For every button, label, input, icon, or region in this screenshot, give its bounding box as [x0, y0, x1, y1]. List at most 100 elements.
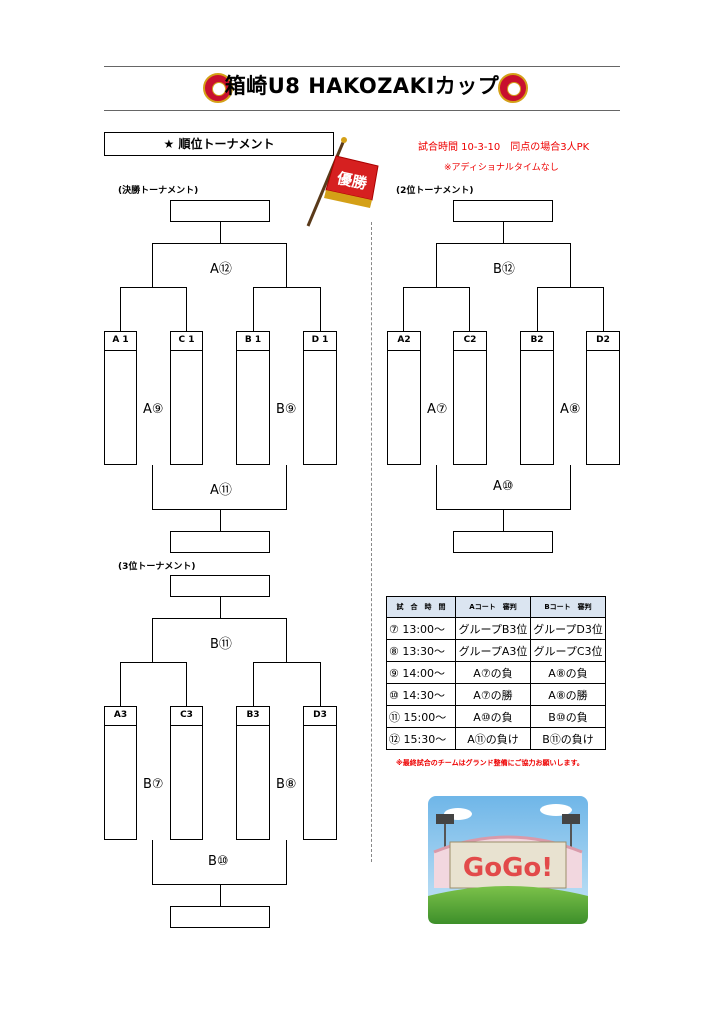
time-cell: ⑪ 15:00〜 [386, 705, 456, 728]
match-label: A⑧ [560, 402, 581, 417]
match-label: B⑫ [493, 262, 515, 277]
team-slot: A 1 [104, 331, 137, 465]
connector [503, 222, 504, 244]
table-row: ⑪ 15:00〜 A⑩の負 B⑩の負 [386, 705, 606, 728]
match-label: A⑩ [493, 479, 514, 494]
connector [286, 465, 287, 510]
team-slot: D3 [303, 706, 337, 840]
connector [152, 243, 287, 244]
connector [253, 287, 254, 331]
referee-a-cell: A⑪の負け [455, 727, 531, 750]
time-cell: ⑫ 15:30〜 [386, 727, 456, 750]
connector [186, 287, 187, 331]
team-slot: B3 [236, 706, 270, 840]
match-label: B⑦ [143, 777, 164, 792]
connector [403, 287, 404, 331]
team-slot: B 1 [236, 331, 270, 465]
match-label: B⑪ [210, 637, 232, 652]
connector [186, 662, 187, 706]
referee-b-cell: グループD3位 [530, 617, 606, 640]
table-row: ⑨ 14:00〜 A⑦の負 A⑧の負 [386, 661, 606, 684]
connector [120, 287, 121, 331]
time-cell: ⑩ 14:30〜 [386, 683, 456, 706]
stadium-illustration: GoGo! [428, 796, 588, 924]
referee-a-cell: グループB3位 [455, 617, 531, 640]
club-logo-left [203, 73, 233, 103]
team-name: B3 [237, 707, 269, 726]
match-rules: 試合時間 10-3-10 同点の場合3人PK [418, 142, 590, 153]
section-title: ★ 順位トーナメント [104, 132, 334, 156]
second-tournament-title: (2位トーナメント) [396, 186, 474, 196]
placement-box [170, 906, 270, 928]
referee-b-cell: A⑧の勝 [530, 683, 606, 706]
header-bottom-rule [104, 110, 620, 111]
connector [286, 618, 287, 662]
connector [152, 840, 153, 885]
match-label: A⑨ [143, 402, 164, 417]
referee-a-cell: A⑩の負 [455, 705, 531, 728]
connector [436, 243, 571, 244]
column-divider [371, 222, 372, 862]
connector [403, 287, 470, 288]
table-header-row: 試 合 時 間 Aコート 審判 Bコート 審判 [386, 596, 606, 618]
connector [253, 287, 320, 288]
time-cell: ⑧ 13:30〜 [386, 639, 456, 662]
winner-box [453, 200, 553, 222]
team-name: C3 [171, 707, 202, 726]
connector [220, 597, 221, 619]
connector [152, 243, 153, 287]
header-top-rule [104, 66, 620, 67]
referee-b-cell: A⑧の負 [530, 661, 606, 684]
team-slot: C2 [453, 331, 487, 465]
column-header: Bコート 審判 [530, 596, 606, 618]
team-name: A 1 [105, 332, 136, 351]
team-name: A3 [105, 707, 136, 726]
winner-box [170, 575, 270, 597]
page-title: 箱崎U8 HAKOZAKIカップ [224, 74, 500, 98]
connector [570, 243, 571, 287]
connector [537, 287, 604, 288]
match-label: B⑧ [276, 777, 297, 792]
placement-box [453, 531, 553, 553]
connector [286, 243, 287, 287]
connector [220, 222, 221, 244]
team-slot: B2 [520, 331, 554, 465]
team-name: D 1 [304, 332, 336, 351]
team-slot: C 1 [170, 331, 203, 465]
referee-b-cell: B⑪の負け [530, 727, 606, 750]
team-slot: D 1 [303, 331, 337, 465]
connector [120, 287, 186, 288]
match-label: B⑩ [208, 854, 229, 869]
connector [436, 465, 437, 510]
connector [320, 662, 321, 706]
match-label: A⑫ [210, 262, 232, 277]
column-header: Aコート 審判 [455, 596, 531, 618]
third-tournament-title: (3位トーナメント) [118, 562, 196, 572]
connector [603, 287, 604, 331]
time-cell: ⑦ 13:00〜 [386, 617, 456, 640]
referee-b-cell: B⑩の負 [530, 705, 606, 728]
team-name: C2 [454, 332, 486, 351]
referee-a-cell: A⑦の勝 [455, 683, 531, 706]
match-label: A⑪ [210, 483, 232, 498]
connector [152, 884, 287, 885]
table-row: ⑧ 13:30〜 グループA3位 グループC3位 [386, 639, 606, 662]
victory-flag-icon: 優勝 [306, 137, 379, 227]
gogo-text: GoGo! [463, 853, 553, 883]
connector [537, 287, 538, 331]
referee-a-cell: グループA3位 [455, 639, 531, 662]
referee-a-cell: A⑦の負 [455, 661, 531, 684]
team-name: D3 [304, 707, 336, 726]
connector [253, 662, 320, 663]
team-slot: A2 [387, 331, 421, 465]
team-slot: A3 [104, 706, 137, 840]
connector [220, 509, 221, 531]
connector [152, 618, 287, 619]
table-row: ⑦ 13:00〜 グループB3位 グループD3位 [386, 617, 606, 640]
team-name: A2 [388, 332, 420, 351]
final-tournament-title: (決勝トーナメント) [118, 186, 199, 196]
team-slot: D2 [586, 331, 620, 465]
connector [120, 662, 186, 663]
connector [152, 618, 153, 662]
team-name: C 1 [171, 332, 202, 351]
